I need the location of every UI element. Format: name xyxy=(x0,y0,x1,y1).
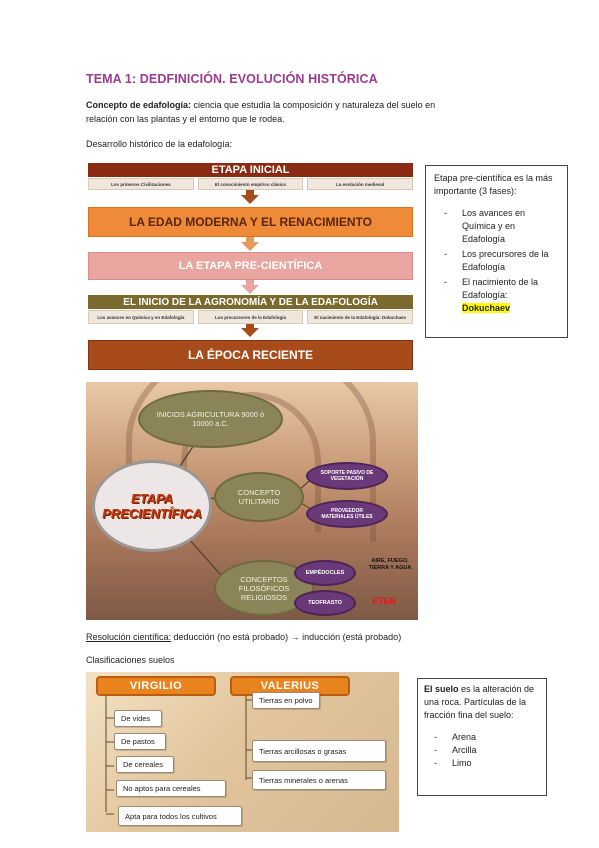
arrow-stem-2 xyxy=(246,237,254,243)
resolution-label: Resolución científica: xyxy=(86,632,172,642)
virgilio-item: De vides xyxy=(114,710,162,727)
classifications-heading: Clasificaciones suelos xyxy=(86,655,175,665)
initial-subs: Los primeros Civilizaciones El conocimie… xyxy=(88,178,414,190)
resolution-line: Resolución científica: deducción (no est… xyxy=(86,630,401,644)
valerius-item: Tierras en polvo xyxy=(252,692,320,709)
soil-note-label: El suelo xyxy=(424,684,459,694)
elements-label: AIRE, FUEGO, TIERRA Y AGUA xyxy=(368,558,412,571)
down-arrow-icon xyxy=(241,195,259,204)
prescientific-note-intro: Etapa pre-científica es la más important… xyxy=(434,173,553,196)
dokuchaev-highlight: Dokuchaev xyxy=(462,303,511,313)
virgilio-item: Apta para todos los cultivos xyxy=(118,806,242,826)
resolution-text: deducción (no está probado) → inducción … xyxy=(171,632,402,642)
stage-initial: ETAPA INICIAL xyxy=(88,163,413,177)
agronomy-sub-2: Los precursores de la Edafología xyxy=(197,310,304,324)
history-heading: Desarrollo histórico de la edafología: xyxy=(86,139,233,149)
prescientific-concept-map: INICIOS AGRICULTURA 9000 ó 10000 a.C. ET… xyxy=(86,382,418,620)
soil-particle-list: Arena Arcilla Limo xyxy=(424,731,540,770)
background-arch xyxy=(126,382,376,542)
concept-label: Concepto de edafología: xyxy=(86,100,192,110)
stage-modern: LA EDAD MODERNA Y EL RENACIMIENTO xyxy=(88,207,413,237)
down-arrow-icon xyxy=(241,285,259,294)
arrow-stem-1 xyxy=(246,190,254,196)
virgilio-item: No aptos para cereales xyxy=(116,780,226,797)
arrow-stem-3 xyxy=(246,280,254,286)
soil-classification-diagram: VIRGILIO VALERIUS De vides De pastos De … xyxy=(86,672,399,832)
down-arrow-icon xyxy=(241,242,259,251)
prescientific-phase-list: Los avances en Química y en Edafología L… xyxy=(434,207,559,315)
concept-text-2: relación con las plantas y el entorno qu… xyxy=(86,114,285,124)
arrow-stem-4 xyxy=(246,324,254,329)
agronomy-sub-3: El nacimiento de la Edafología: Dokuchae… xyxy=(307,310,414,324)
down-arrow-icon xyxy=(241,328,259,337)
page-title: TEMA 1: DEDFINICIÓN. EVOLUCIÓN HISTÓRICA xyxy=(86,72,378,86)
agronomy-sub-1: Los avances en Química y en Edafología xyxy=(88,310,194,324)
agriculture-oval: INICIOS AGRICULTURA 9000 ó 10000 a.C. xyxy=(138,390,283,448)
particle-item: Arena xyxy=(424,731,540,744)
prescientific-note-box: Etapa pre-científica es la más important… xyxy=(425,165,568,338)
useful-materials-oval: PROVEEDOR MATERIALES ÚTILES xyxy=(306,500,388,528)
soil-note-text: es la alteración de una roca. Partículas… xyxy=(424,684,535,720)
virgilio-item: De cereales xyxy=(116,756,174,773)
soil-connector-lines xyxy=(105,692,252,815)
particle-item: Limo xyxy=(424,757,540,770)
stage-recent: LA ÉPOCA RECIENTE xyxy=(88,340,413,370)
concept-text: ciencia que estudia la composición y nat… xyxy=(191,100,436,110)
soil-note-intro: El suelo es la alteración de una roca. P… xyxy=(424,683,540,722)
empedocles-oval: EMPÉDOCLES xyxy=(294,560,356,586)
initial-sub-1: Los primeros Civilizaciones xyxy=(88,178,194,190)
utilitarian-oval: CONCEPTO UTILITARIO xyxy=(214,472,304,522)
phase-item: Los precursores de la Edafología xyxy=(434,248,559,274)
phase-item-text: El nacimiento de la Edafología: xyxy=(462,277,539,300)
stage-agronomy: EL INICIO DE LA AGRONOMÍA Y DE LA EDAFOL… xyxy=(88,295,413,309)
particle-item: Arcilla xyxy=(424,744,540,757)
stage-prescientific: LA ETAPA PRE-CIENTÍFICA xyxy=(88,252,413,280)
valerius-item: Tierras arcillosas o grasas xyxy=(252,740,386,762)
agronomy-subs: Los avances en Química y en Edafología L… xyxy=(88,310,414,324)
teofrasto-oval: TEOFRASTO xyxy=(294,590,356,616)
virgilio-header: VIRGILIO xyxy=(96,676,216,696)
passive-support-oval: SOPORTE PASIVO DE VEGETACIÓN xyxy=(306,462,388,490)
phase-item: Los avances en Química y en Edafología xyxy=(434,207,559,246)
phase-item: El nacimiento de la Edafología: Dokuchaev xyxy=(434,276,559,315)
eter-label: ETER xyxy=(372,596,397,606)
soil-note-box: El suelo es la alteración de una roca. P… xyxy=(417,678,547,796)
initial-sub-3: La evolución medieval xyxy=(307,178,414,190)
valerius-item: Tierras minerales o arenas xyxy=(252,770,386,790)
concept-paragraph: Concepto de edafología: ciencia que estu… xyxy=(86,98,516,126)
central-oval: ETAPA PRECIENTÍFICA xyxy=(92,460,212,552)
initial-sub-2: El conocimiento empírico clásico xyxy=(197,178,304,190)
virgilio-item: De pastos xyxy=(114,733,166,750)
